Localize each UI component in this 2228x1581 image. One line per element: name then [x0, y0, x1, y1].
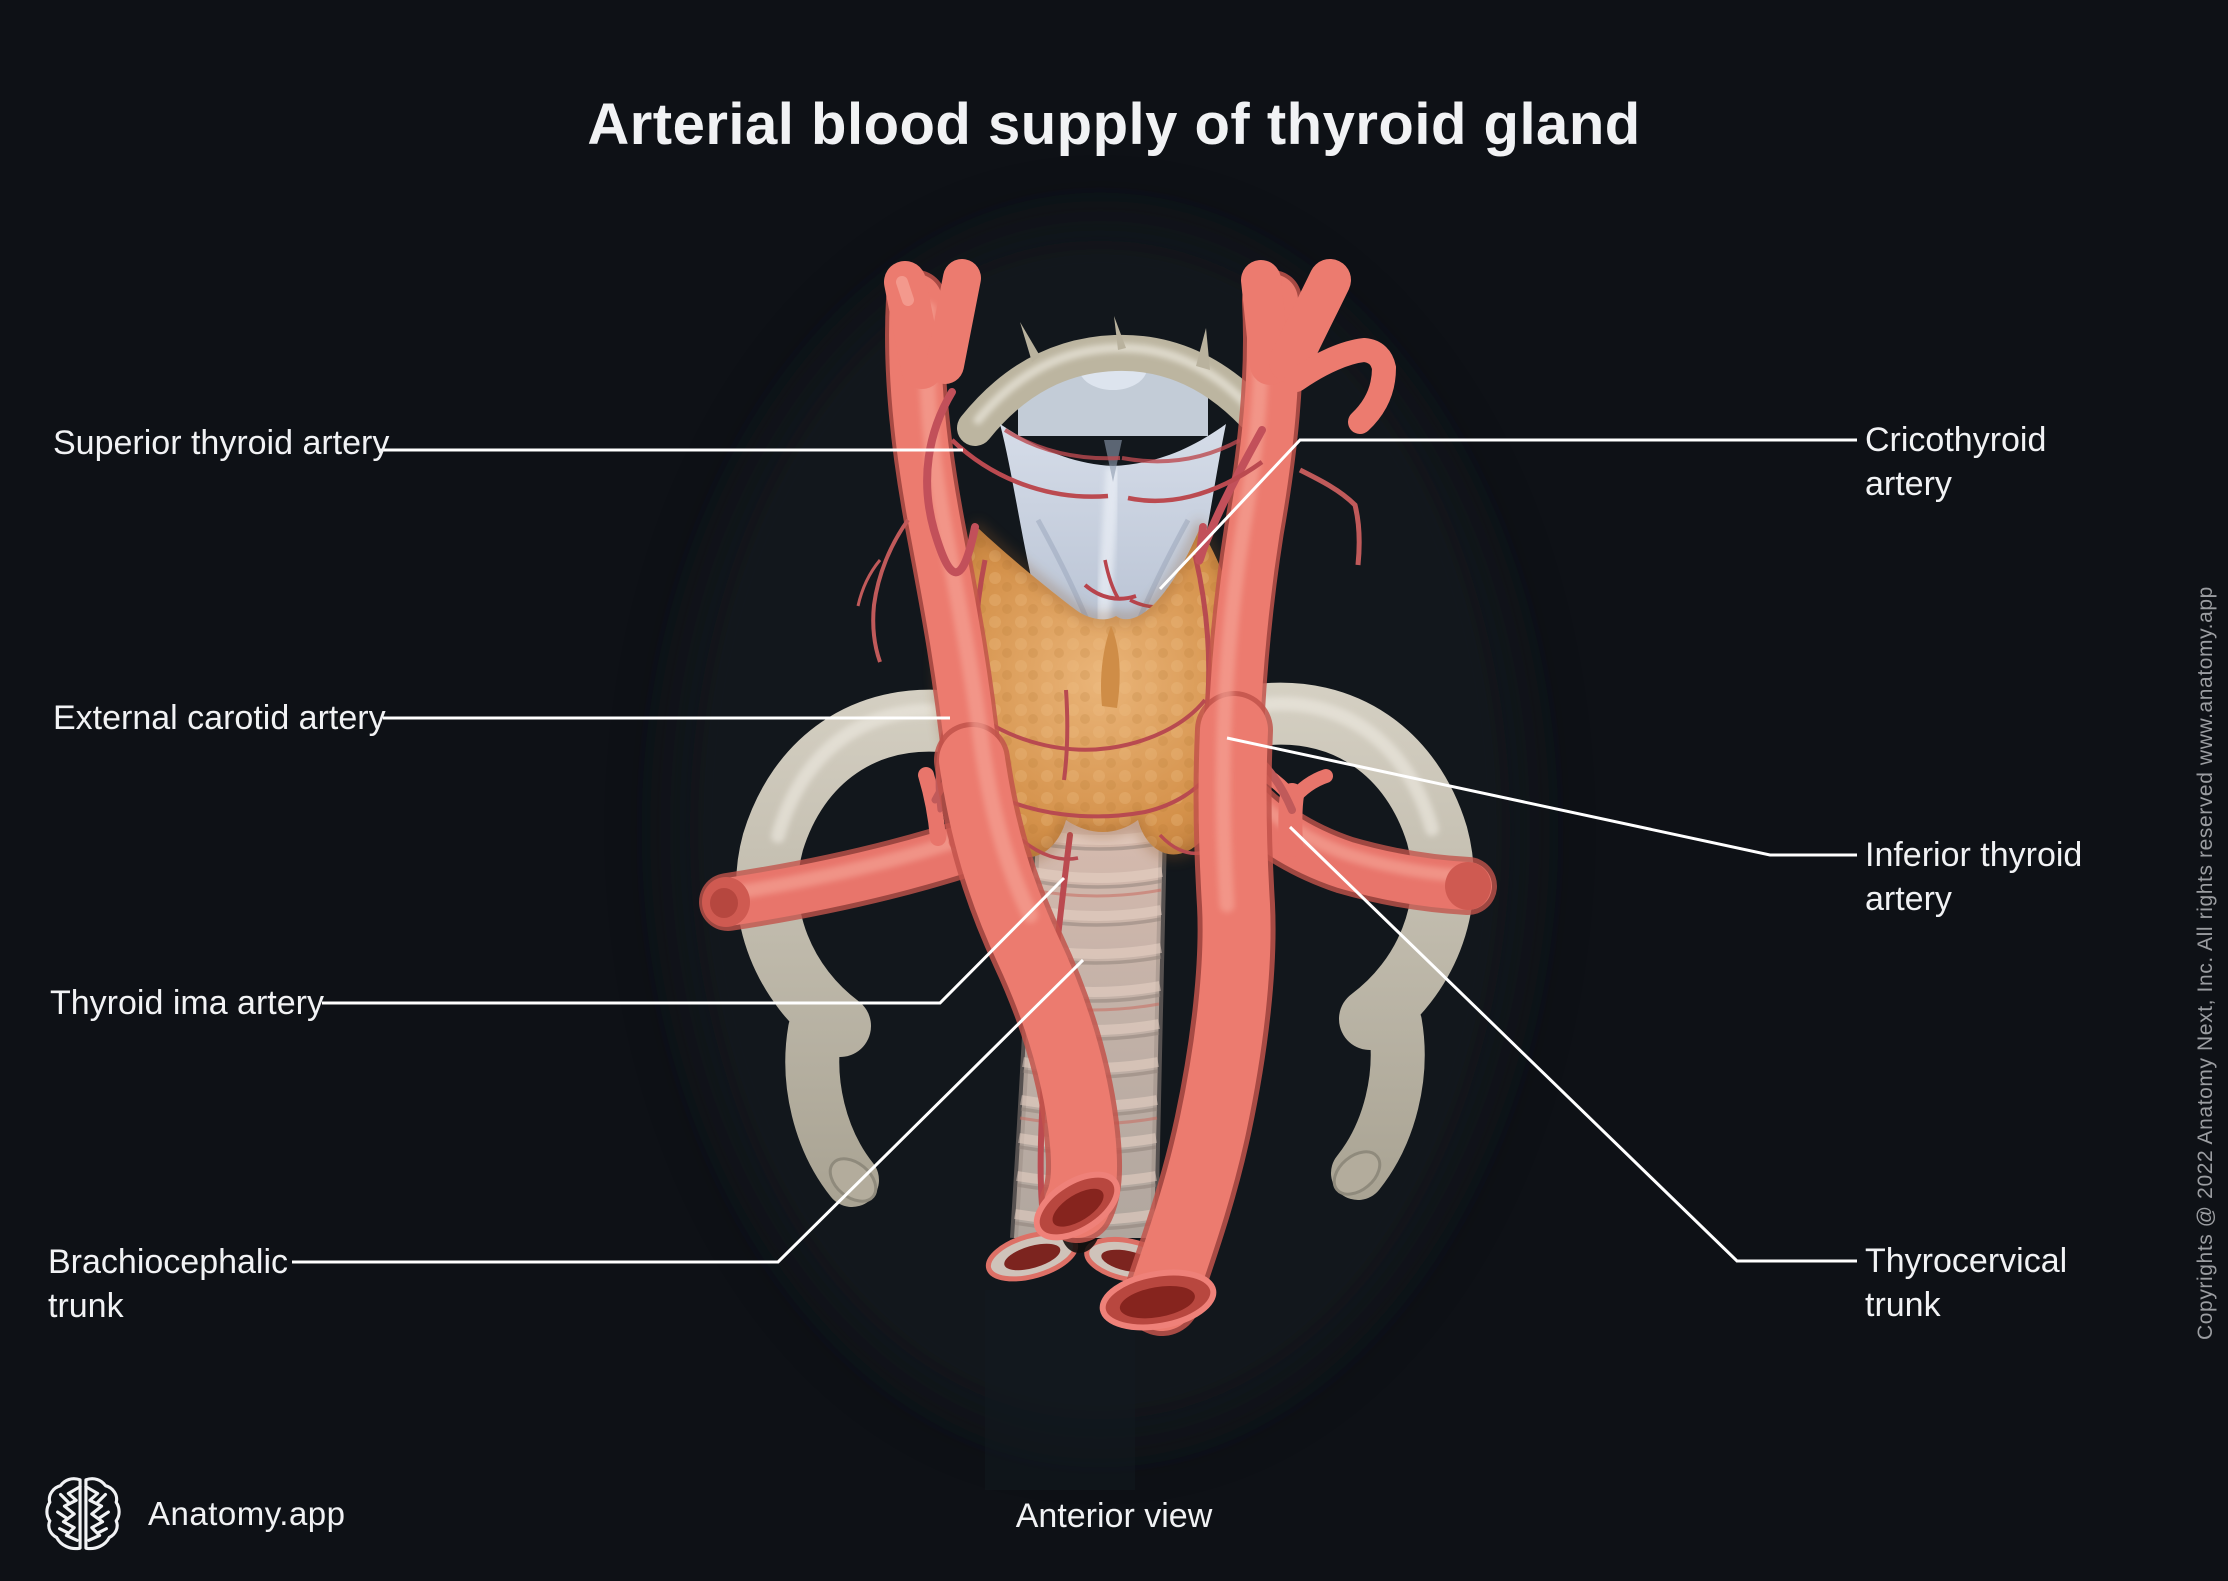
brachiocephalic-cut-end [1033, 1171, 1121, 1241]
label-superior-thyroid-artery: Superior thyroid artery [53, 424, 390, 462]
hyoid-bone [957, 316, 1272, 446]
right-clavicle-bone [1227, 682, 1474, 1200]
leader-inferior-thyroid-artery [1226, 736, 1857, 857]
leader-thyrocervical-trunk [1288, 825, 1857, 1263]
label-inferior-thyroid-artery: Inferior thyroid artery [1865, 836, 2083, 918]
external-carotid-branch [1284, 337, 1397, 434]
leader-cricothyroid-artery [1158, 438, 1857, 591]
label-thyroid-ima-artery: Thyroid ima artery [50, 984, 324, 1022]
brand: Anatomy.app [42, 1473, 346, 1555]
left-clavicle-bone [736, 689, 983, 1207]
leader-lines [292, 438, 1857, 1264]
brand-name: Anatomy.app [148, 1495, 346, 1532]
page-title: Arterial blood supply of thyroid gland [587, 91, 1641, 157]
label-thyrocervical-trunk: Thyrocervical trunk [1865, 1242, 2068, 1324]
label-external-carotid-artery: External carotid artery [53, 699, 386, 737]
leader-thyroid-ima-artery [322, 876, 1066, 1005]
brain-logo-icon [42, 1473, 124, 1555]
superior-thyroid-artery-vessels [856, 388, 1362, 663]
thyroid-gland [934, 517, 1252, 862]
aorta-cut-end [1099, 1269, 1217, 1331]
label-brachiocephalic-trunk: Brachiocephalic trunk [48, 1243, 289, 1325]
copyright-text: Copyrights @ 2022 Anatomy Next, Inc. All… [2194, 586, 2217, 1340]
label-cricothyroid-artery: Cricothyroid artery [1865, 421, 2047, 503]
pyramidal-lobe [1101, 626, 1120, 708]
leader-brachiocephalic-trunk [292, 958, 1085, 1264]
view-caption: Anterior view [1015, 1497, 1213, 1535]
right-common-carotid-artery [1099, 259, 1397, 1336]
